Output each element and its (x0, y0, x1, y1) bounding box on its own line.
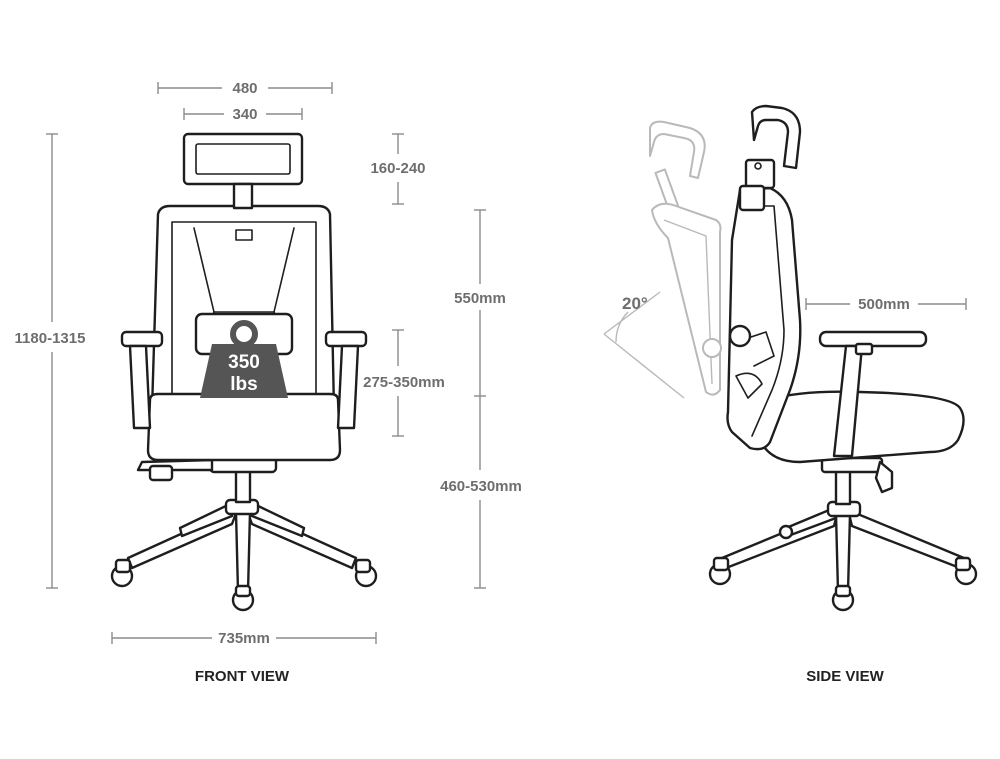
side-chair-armrest (818, 330, 928, 458)
front-view-caption: FRONT VIEW (195, 668, 290, 685)
side-dimension-lines (805, 298, 967, 310)
dim-base-width: 735mm (218, 630, 270, 647)
load-capacity-value: 350 (228, 352, 260, 373)
dim-seat-height: 460-530mm (440, 478, 522, 495)
dim-backrest-height: 550mm (454, 290, 506, 307)
front-chair-headrest (182, 132, 304, 210)
front-chair-armrests (120, 330, 368, 430)
side-chair-backrest (726, 186, 802, 451)
front-view-chair: 350 lbs (110, 132, 378, 612)
dim-recline-angle: 20° (622, 294, 648, 313)
side-chair-gas-lift (834, 468, 852, 506)
side-view-chair (603, 104, 978, 612)
dim-armrest-height: 275-350mm (363, 374, 445, 391)
side-chair-headrest (738, 104, 802, 212)
side-chair-reclined-ghost (603, 120, 722, 399)
load-capacity-badge: 350 lbs (200, 320, 288, 398)
dim-total-height: 1180-1315 (15, 330, 86, 347)
side-chair-seat (758, 390, 965, 464)
dim-headrest-width: 340 (232, 106, 257, 123)
dim-seat-depth: 500mm (858, 296, 910, 313)
side-chair-mechanism (820, 456, 894, 494)
load-capacity-unit: lbs (230, 374, 257, 395)
side-chair-base (708, 500, 978, 612)
front-chair-gas-lift (234, 468, 252, 504)
dim-overall-width: 480 (232, 80, 257, 97)
front-chair-seat (146, 392, 342, 462)
side-view-caption: SIDE VIEW (806, 668, 884, 685)
front-dimension-lines (46, 82, 486, 644)
dim-headrest-adjust: 160-240 (370, 160, 425, 177)
front-chair-base (110, 498, 378, 612)
